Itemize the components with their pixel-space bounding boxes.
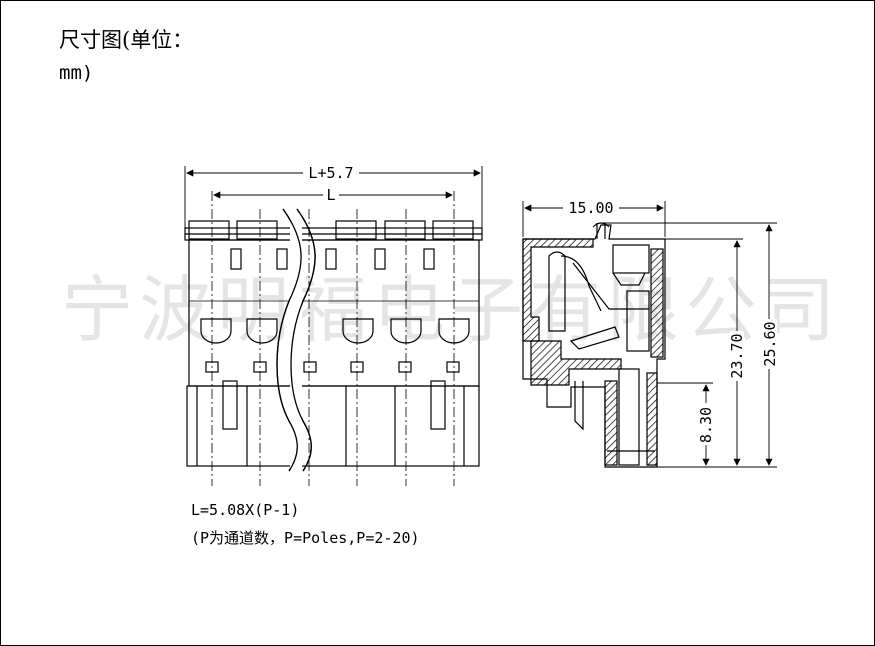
drawing-title: 尺寸图(单位： (59, 28, 194, 52)
side-view (522, 222, 666, 468)
poles-explanation: (P为通道数，P=Poles,P=2-20) (191, 529, 420, 547)
dim-side-height-8-30: 8.30 (697, 407, 715, 443)
front-housing (188, 239, 480, 387)
dim-overall-width: L+5.7 (308, 164, 353, 182)
front-view (184, 208, 483, 472)
dim-pitch-length: L (326, 186, 335, 204)
front-centerlines (211, 191, 455, 486)
dim-side-width: 15.00 (568, 199, 613, 217)
drawing-unit: mm) (59, 62, 94, 84)
front-pin-block (186, 385, 480, 467)
terminal-slots (188, 220, 479, 466)
dim-side-height-23-70: 23.70 (728, 333, 746, 378)
watermark-text: 宁波明福电子有限公司 (61, 268, 842, 352)
pitch-formula: L=5.08X(P-1) (191, 501, 300, 519)
dim-side-height-25-60: 25.60 (761, 321, 779, 366)
